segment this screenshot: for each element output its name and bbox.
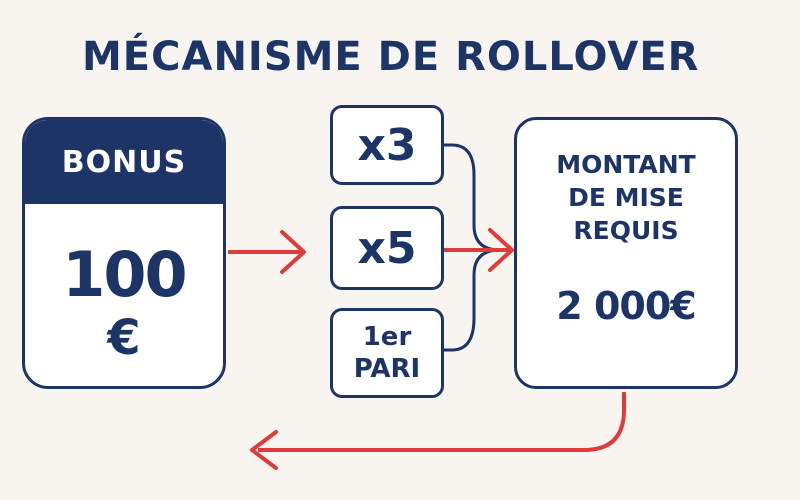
required-wager-card: MONTANT DE MISE REQUIS 2 000€ <box>514 117 738 389</box>
return-loop-arrow <box>250 392 626 470</box>
required-wager-label-line-1: MONTANT <box>556 150 696 179</box>
multiplier-label-line-2: PARI <box>353 354 421 384</box>
multiplier-label: x5 <box>357 222 417 274</box>
bonus-currency: € <box>107 310 141 366</box>
required-wager-label: MONTANT DE MISE REQUIS <box>517 148 735 247</box>
multiplier-label: x3 <box>357 119 417 171</box>
bonus-card: BONUS 100 € <box>22 117 226 389</box>
multiplier-box-x3: x3 <box>330 105 444 185</box>
bonus-amount: 100 <box>62 238 187 311</box>
multipliers-to-result-arrow <box>444 228 514 272</box>
diagram-title: MÉCANISME DE ROLLOVER <box>82 34 700 80</box>
bonus-to-multipliers-arrow <box>228 230 306 274</box>
multiplier-box-first-bet: 1er PARI <box>330 308 444 398</box>
required-wager-amount: 2 000€ <box>556 284 696 328</box>
required-wager-label-line-3: REQUIS <box>573 216 679 245</box>
multiplier-box-x5: x5 <box>330 206 444 290</box>
required-wager-label-line-2: DE MISE <box>568 183 684 212</box>
multiplier-label-line-1: 1er <box>362 322 412 352</box>
bonus-header: BONUS <box>25 120 223 204</box>
multiplier-bracket <box>444 143 501 352</box>
